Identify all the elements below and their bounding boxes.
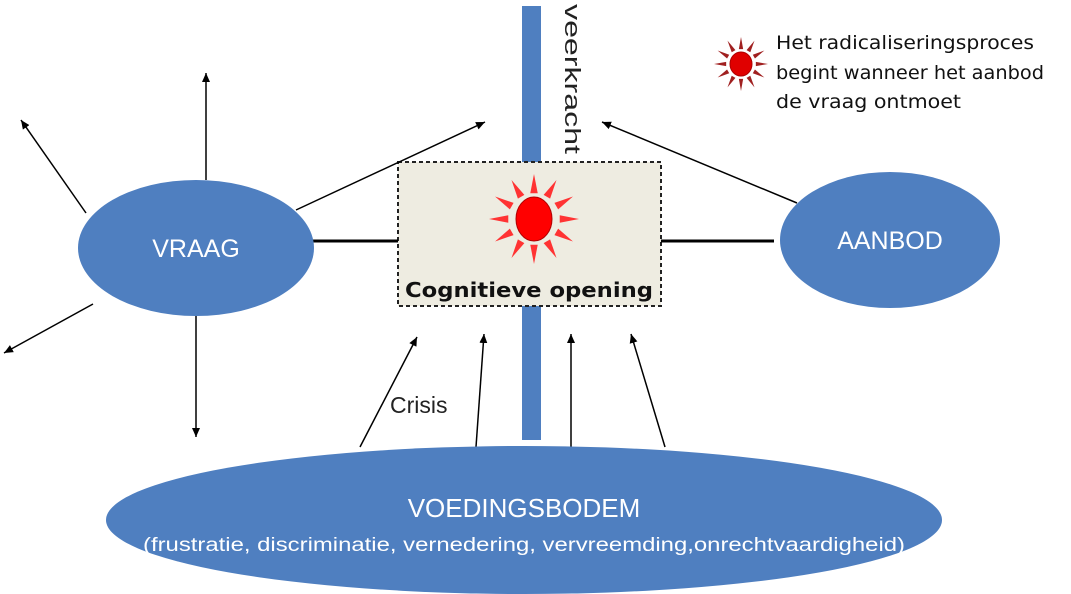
sun-ray [495, 228, 514, 242]
vraag-ellipse [78, 180, 314, 316]
arrow-vraag-down-left [3, 303, 94, 354]
sun-ray [727, 75, 736, 88]
arrow-crisis [359, 336, 418, 448]
arrow-vraag-up-left [20, 119, 87, 214]
sun-ray [495, 196, 514, 210]
legend-line-1: Het radicaliseringsproces [776, 32, 1034, 54]
sun-ray [717, 69, 730, 78]
sun-ray [746, 40, 755, 53]
arrow-vraag-to-top [295, 121, 486, 211]
sun-ray [738, 78, 744, 91]
sun-ray [755, 61, 768, 67]
sun-ray [489, 215, 509, 223]
arrow-voeding-4 [629, 333, 666, 448]
arrow-voeding-2 [475, 333, 488, 448]
cognitive-opening-label: Cognitieve opening [405, 278, 653, 302]
sun-ray [738, 37, 744, 50]
sun-ray [511, 180, 525, 199]
sun-ray [714, 61, 727, 67]
legend-sun-icon [714, 37, 768, 91]
sun-ray [543, 239, 557, 258]
voedingsbodem-subtitle: (frustratie, discriminatie, vernedering,… [143, 535, 905, 556]
arrow-aanbod-to-top [601, 121, 798, 204]
sun-ray [530, 174, 538, 194]
sun-core [729, 51, 753, 77]
sun-ray [554, 228, 573, 242]
veerkracht-label: veerkracht [560, 4, 585, 154]
sun-ray [727, 40, 736, 53]
sun-ray [559, 215, 579, 223]
sun-ray [752, 50, 765, 59]
voedingsbodem-title: VOEDINGSBODEM [408, 493, 641, 523]
crisis-label: Crisis [390, 392, 448, 418]
sun-ray [543, 180, 557, 199]
sun-ray [746, 75, 755, 88]
sun-ray [511, 239, 525, 258]
voedingsbodem-ellipse [106, 446, 942, 594]
sun-ray [752, 69, 765, 78]
sun-ray [717, 50, 730, 59]
legend-line-2: begint wanneer het aanbod [776, 62, 1044, 84]
legend-line-3: de vraag ontmoet [776, 91, 961, 113]
sun-core [515, 196, 553, 242]
aanbod-ellipse [780, 172, 1000, 308]
sun-ray [530, 244, 538, 264]
aanbod-label: AANBOD [837, 227, 943, 255]
sun-ray [554, 196, 573, 210]
sun-icon [489, 174, 579, 264]
vraag-label: VRAAG [152, 235, 240, 263]
